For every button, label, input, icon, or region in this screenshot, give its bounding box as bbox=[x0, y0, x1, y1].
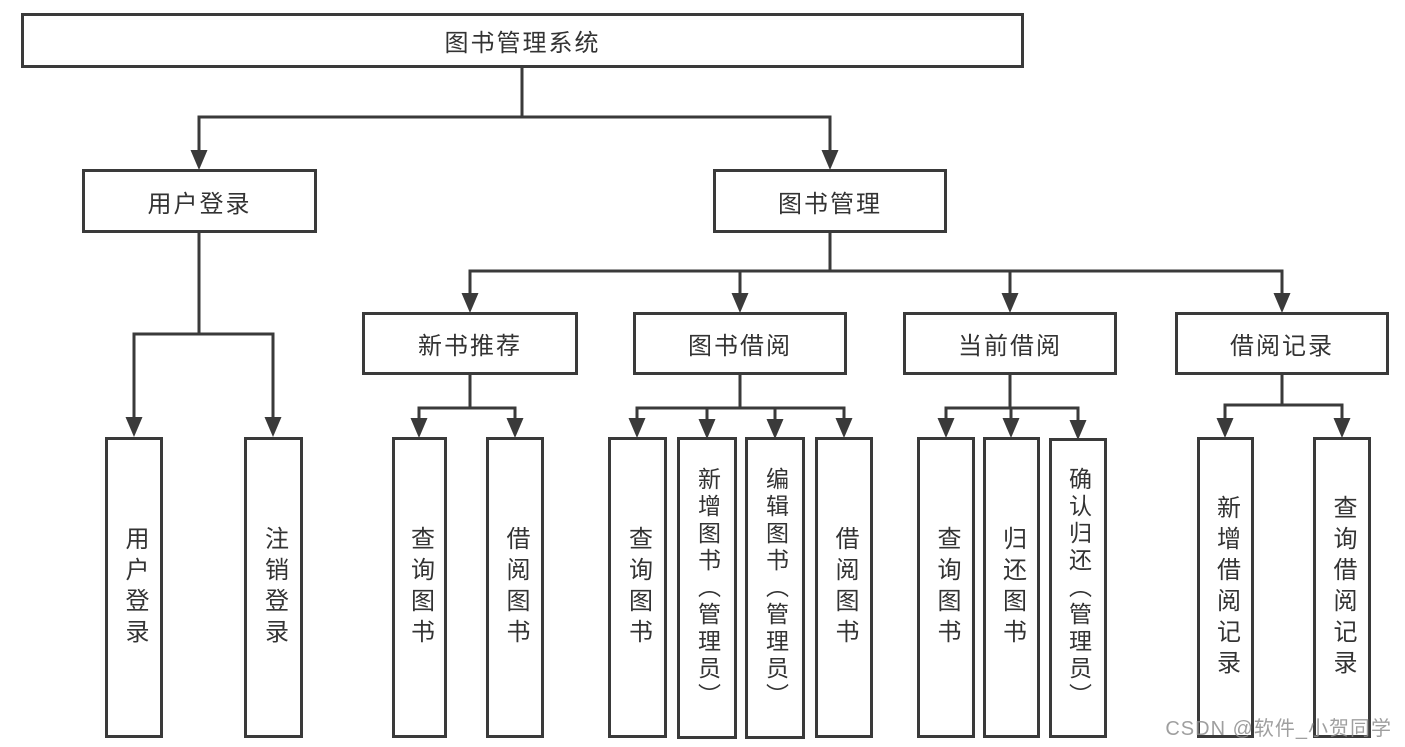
leaf-query-book-1: 查询图书 bbox=[392, 437, 447, 738]
leaf-return-book: 归还图书 bbox=[983, 437, 1040, 738]
node-library-system: 图书管理系统 bbox=[21, 13, 1024, 68]
node-new-book-recommend-label: 新书推荐 bbox=[418, 333, 522, 360]
node-user-login-label: 用户登录 bbox=[147, 190, 252, 218]
leaf-borrow-book-2: 借阅图书 bbox=[815, 437, 873, 738]
node-book-borrowing-label: 图书借阅 bbox=[688, 333, 792, 360]
leaf-query-book-2: 查询图书 bbox=[608, 437, 667, 738]
node-book-management: 图书管理 bbox=[713, 169, 947, 233]
node-borrowing-records-label: 借阅记录 bbox=[1230, 333, 1334, 360]
leaf-query-book-3-label: 查询图书 bbox=[933, 525, 960, 650]
node-user-login: 用户登录 bbox=[82, 169, 317, 233]
leaf-edit-book-admin: 编辑图书（管理员） bbox=[745, 437, 805, 739]
leaf-user-login-label: 用户登录 bbox=[121, 525, 148, 650]
leaf-query-borrow-record: 查询借阅记录 bbox=[1313, 437, 1371, 738]
leaf-query-borrow-record-label: 查询借阅记录 bbox=[1329, 494, 1356, 681]
leaf-add-borrow-record: 新增借阅记录 bbox=[1197, 437, 1254, 738]
leaf-add-book-admin: 新增图书（管理员） bbox=[677, 437, 737, 739]
node-book-borrowing: 图书借阅 bbox=[633, 312, 847, 375]
leaf-borrow-book-2-label: 借阅图书 bbox=[831, 525, 858, 650]
leaf-logout-login-label: 注销登录 bbox=[260, 525, 288, 650]
leaf-user-login: 用户登录 bbox=[105, 437, 163, 738]
leaf-edit-book-admin-label: 编辑图书（管理员） bbox=[762, 466, 789, 710]
leaf-logout-login: 注销登录 bbox=[244, 437, 303, 738]
leaf-add-borrow-record-label: 新增借阅记录 bbox=[1212, 494, 1240, 681]
watermark: CSDN @软件_小贺同学 bbox=[1165, 718, 1392, 740]
leaf-borrow-book-1: 借阅图书 bbox=[486, 437, 544, 738]
leaf-return-book-label: 归还图书 bbox=[998, 525, 1026, 650]
leaf-query-book-2-label: 查询图书 bbox=[624, 525, 652, 650]
leaf-confirm-return-admin-label: 确认归还（管理员） bbox=[1065, 466, 1092, 710]
leaf-add-book-admin-label: 新增图书（管理员） bbox=[694, 466, 721, 710]
leaf-borrow-book-1-label: 借阅图书 bbox=[502, 525, 529, 650]
node-borrowing-records: 借阅记录 bbox=[1175, 312, 1389, 375]
leaf-query-book-1-label: 查询图书 bbox=[406, 525, 434, 650]
leaf-query-book-3: 查询图书 bbox=[917, 437, 975, 738]
node-current-borrowing: 当前借阅 bbox=[903, 312, 1117, 375]
node-book-management-label: 图书管理 bbox=[778, 190, 882, 218]
leaf-confirm-return-admin: 确认归还（管理员） bbox=[1049, 438, 1107, 738]
node-library-system-label: 图书管理系统 bbox=[444, 30, 601, 57]
node-current-borrowing-label: 当前借阅 bbox=[958, 333, 1062, 360]
node-new-book-recommend: 新书推荐 bbox=[362, 312, 578, 375]
